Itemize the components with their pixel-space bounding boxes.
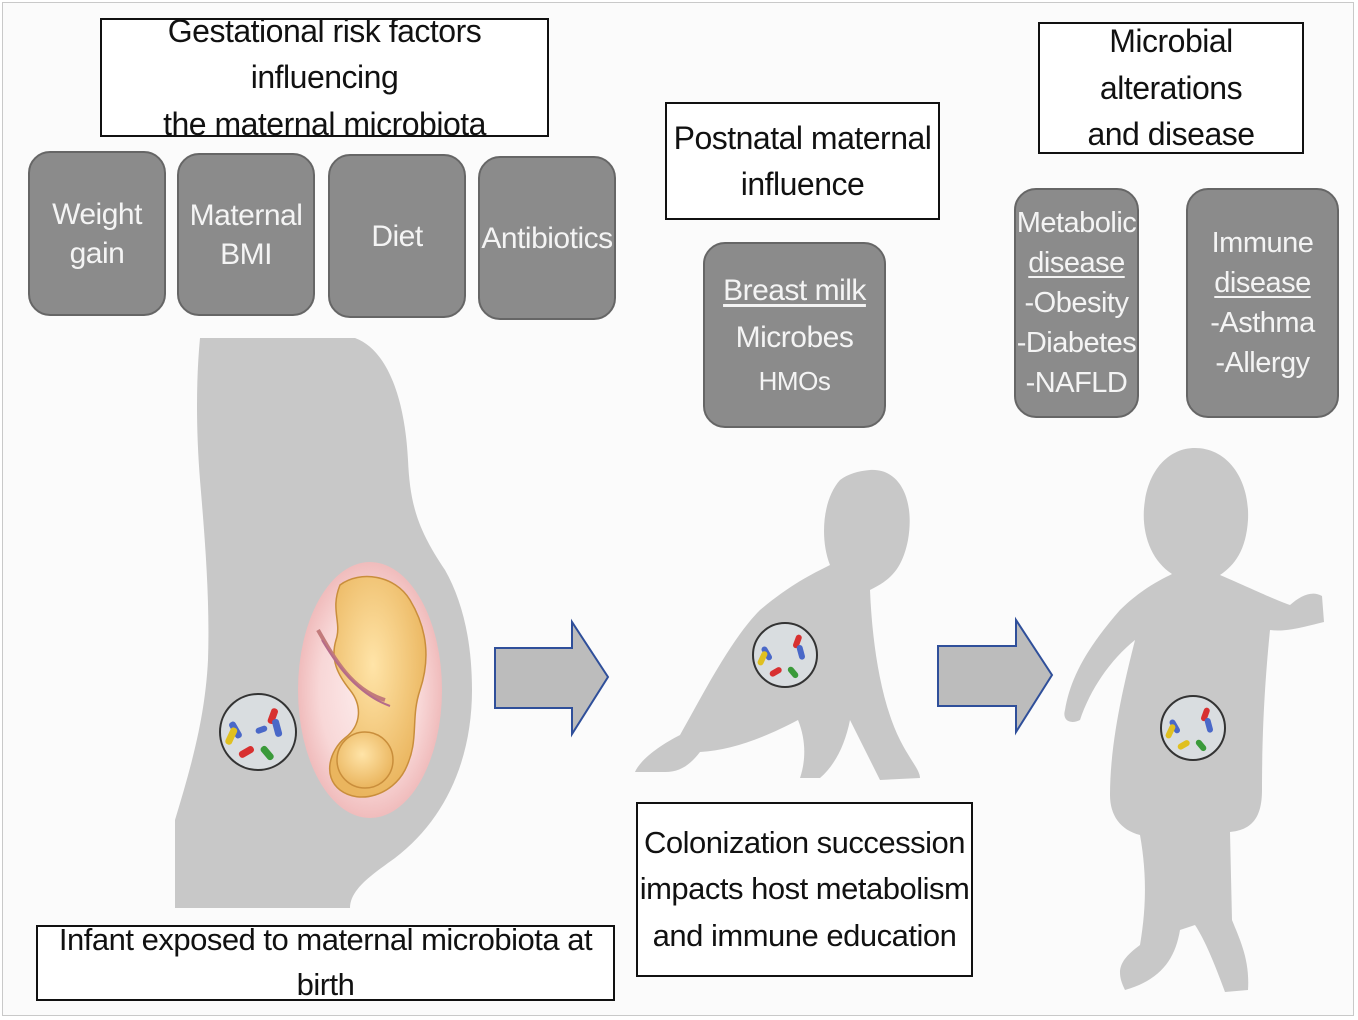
infant-exposed-caption: Infant exposed to maternal microbiota at… [36, 922, 615, 1002]
microbial-alterations-title: Microbial alterations and disease [1038, 22, 1304, 154]
arrow-right-2 [937, 616, 1054, 736]
colonization-caption: Colonization succession impacts host met… [636, 802, 973, 977]
fetus-icon [316, 575, 427, 798]
risk-factor-weight-gain: Weight gain [28, 151, 166, 316]
disease-item: -Asthma [1210, 307, 1315, 339]
microbiota-icon-baby [752, 622, 818, 688]
immune-disease-heading: Immune [1211, 226, 1314, 259]
immune-disease-box: Immune disease -Asthma -Allergy [1186, 188, 1339, 418]
gestational-risk-title: Gestational risk factors influencing the… [100, 13, 549, 142]
metabolic-disease-box: Metabolic disease -Obesity -Diabetes -NA… [1014, 188, 1139, 418]
risk-factor-diet: Diet [328, 154, 466, 318]
disease-item: -Obesity [1024, 286, 1129, 319]
disease-item: -NAFLD [1025, 367, 1128, 400]
metabolic-disease-heading: Metabolic [1016, 206, 1137, 239]
risk-factor-antibiotics: Antibiotics [478, 156, 616, 320]
breast-milk-item: Microbes [735, 321, 854, 355]
arrow-right-1 [494, 618, 610, 738]
postnatal-influence-title: Postnatal maternal influence [665, 102, 940, 220]
breast-milk-box: Breast milk Microbes HMOs [703, 242, 886, 428]
disease-item: -Diabetes [1016, 327, 1137, 359]
risk-factor-maternal-bmi: Maternal BMI [177, 153, 315, 316]
breast-milk-heading: Breast milk [723, 274, 866, 308]
disease-item: -Allergy [1215, 347, 1310, 380]
metabolic-disease-heading: disease [1028, 246, 1125, 279]
breast-milk-item: HMOs [758, 366, 831, 397]
microbiota-icon-mother [219, 693, 297, 771]
microbiota-icon-toddler [1160, 695, 1226, 761]
immune-disease-heading: disease [1214, 266, 1311, 299]
